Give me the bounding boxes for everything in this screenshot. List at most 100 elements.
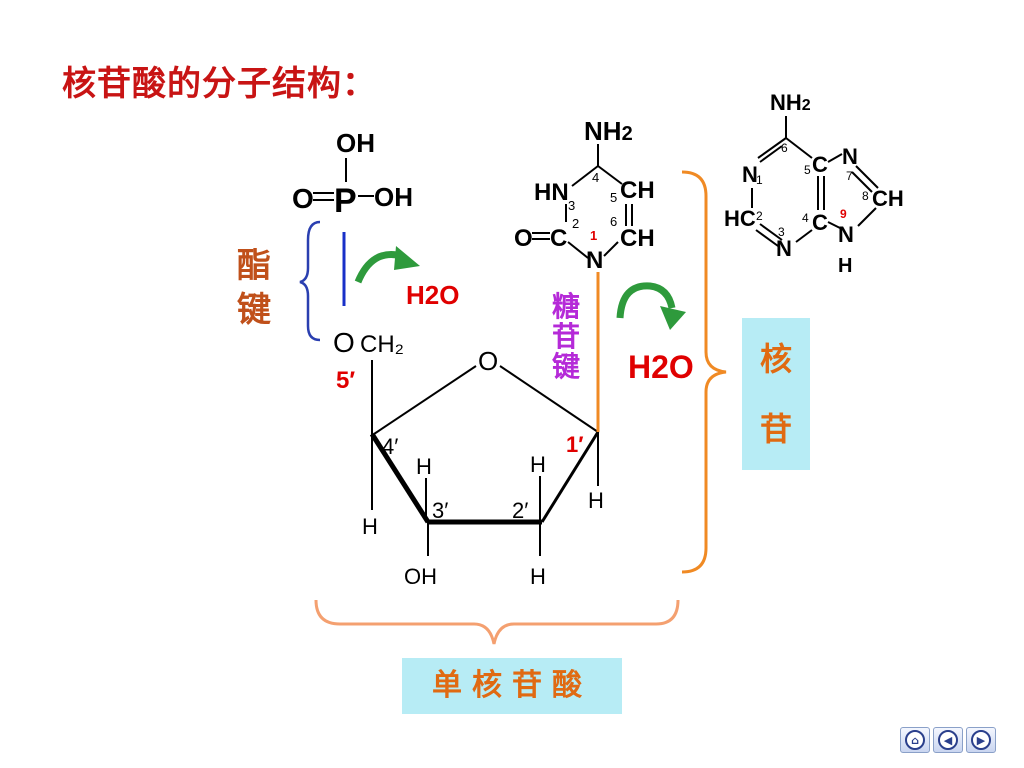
cyt-c6-n1-bond bbox=[603, 241, 619, 257]
nucleoside-brace bbox=[681, 170, 727, 574]
glyco-char-3: 键 bbox=[551, 350, 580, 383]
c4-c3-bond bbox=[369, 432, 431, 524]
prev-button[interactable]: ◀ bbox=[933, 727, 963, 753]
ring-oxygen: O bbox=[478, 346, 498, 376]
nucleoside-label: 核 苷 bbox=[742, 324, 810, 464]
phosphate-o-double: O bbox=[292, 183, 314, 214]
phosphate-oh-right: OH bbox=[374, 182, 413, 212]
cyt-pos2: 2 bbox=[572, 216, 579, 231]
ade-n9: N bbox=[838, 222, 854, 247]
page-title: 核苷酸的分子结构： bbox=[62, 64, 377, 104]
ester-bond-label: 酯 键 bbox=[234, 244, 274, 332]
ade-n7: N bbox=[842, 144, 858, 169]
ade-c6-n1-bond-b bbox=[759, 145, 783, 163]
cyt-c2-n1-bond bbox=[567, 241, 589, 259]
ade-nh2: NH2 bbox=[770, 90, 811, 115]
cyt-pos3: 3 bbox=[568, 198, 575, 213]
ade-pos6: 6 bbox=[781, 141, 788, 155]
nucleotide-label: 单核苷酸 bbox=[432, 668, 592, 703]
cyt-c4-c5-bond bbox=[597, 165, 623, 185]
cyt-pos4: 4 bbox=[592, 170, 599, 185]
glyco-char-2: 苷 bbox=[551, 320, 580, 353]
ade-c6-n1-bond-a bbox=[757, 137, 787, 159]
glycosidic-bond-label: 糖 苷 键 bbox=[546, 292, 586, 382]
prev-icon: ◀ bbox=[938, 730, 958, 750]
o-c4-bond bbox=[373, 365, 477, 435]
ade-n7-c8-bond-b bbox=[851, 171, 873, 193]
ade-pos8: 8 bbox=[862, 189, 869, 203]
ade-ch8: CH bbox=[872, 186, 904, 211]
ade-c5: C bbox=[812, 152, 828, 177]
cyt-nh2: NH2 bbox=[584, 116, 633, 146]
glyco-char-1: 糖 bbox=[551, 290, 580, 323]
ester-char-1: 酯 bbox=[237, 246, 271, 286]
phosphate-group: OH O P OH O bbox=[292, 128, 413, 358]
nucleoside-char-1: 核 bbox=[759, 340, 792, 378]
ade-c8-n9-bond bbox=[857, 207, 877, 227]
ade-pos7: 7 bbox=[846, 169, 853, 183]
nucleoside-box bbox=[742, 318, 810, 470]
ade-c2-n3-bond-b bbox=[759, 223, 783, 241]
h4-label: H bbox=[416, 454, 432, 479]
cyt-o: O bbox=[514, 225, 533, 252]
cyt-pos1: 1 bbox=[590, 228, 597, 243]
phosphate-oh-top: OH bbox=[336, 128, 375, 158]
c3-label: 3′ bbox=[432, 498, 448, 523]
h5-label: H bbox=[362, 514, 378, 539]
cyt-c2: C bbox=[550, 225, 567, 252]
c1-label: 1′ bbox=[566, 432, 584, 457]
phosphorus: P bbox=[334, 182, 357, 220]
next-button[interactable]: ▶ bbox=[966, 727, 996, 753]
bridge-o: O bbox=[333, 327, 355, 358]
cyt-ch5: CH bbox=[620, 177, 655, 204]
ade-c5-n7-bond bbox=[827, 153, 843, 163]
oh3-label: OH bbox=[404, 564, 437, 589]
slide-navigation: ⌂ ◀ ▶ bbox=[900, 727, 996, 753]
cyt-hn: HN bbox=[534, 179, 569, 206]
ribose: CH₂ 5′ O 4′ 1′ 3′ 2′ H H H OH H H bbox=[336, 331, 604, 589]
c5-label: 5′ bbox=[336, 367, 355, 394]
ade-h9: H bbox=[838, 255, 852, 277]
nucleotide-brace bbox=[314, 599, 680, 645]
ade-n3-c4-bond bbox=[795, 229, 813, 243]
arrow-left-head bbox=[394, 246, 420, 270]
h2b-label: H bbox=[530, 564, 546, 589]
nucleoside-char-2: 苷 bbox=[759, 410, 792, 448]
ade-c6-c5-bond bbox=[785, 137, 813, 159]
adenine: NH2 6 N 1 5 C N 7 8 CH HC 2 3 N bbox=[724, 90, 904, 277]
ade-pos1: 1 bbox=[756, 173, 763, 187]
ade-pos4: 4 bbox=[802, 211, 809, 225]
ade-c2-n3-bond-a bbox=[755, 229, 779, 247]
home-icon: ⌂ bbox=[905, 730, 925, 750]
arrow-right bbox=[616, 282, 676, 319]
ade-c4: C bbox=[812, 210, 828, 235]
home-button[interactable]: ⌂ bbox=[900, 727, 930, 753]
ade-pos3: 3 bbox=[778, 225, 785, 239]
water-right: H2O bbox=[628, 349, 694, 385]
c4-label: 4′ bbox=[382, 434, 398, 459]
ade-c4-n9-bond bbox=[827, 221, 841, 229]
h1-label: H bbox=[588, 488, 604, 513]
ester-char-2: 键 bbox=[237, 290, 271, 330]
ade-pos9: 9 bbox=[840, 207, 847, 221]
ade-pos5: 5 bbox=[804, 163, 811, 177]
ade-hc: HC bbox=[724, 206, 756, 231]
c2-c1-bond bbox=[540, 431, 600, 523]
arrow-right-head bbox=[660, 306, 686, 330]
ade-n1: N bbox=[742, 162, 758, 187]
cyt-c4-n3-bond bbox=[571, 165, 599, 187]
next-icon: ▶ bbox=[971, 730, 991, 750]
cyt-ch6: CH bbox=[620, 225, 655, 252]
nucleotide-box bbox=[402, 658, 622, 714]
cyt-pos6: 6 bbox=[610, 214, 617, 229]
cyt-pos5: 5 bbox=[610, 190, 617, 205]
ade-n3: N bbox=[776, 236, 792, 261]
cytosine: NH2 HN 3 4 5 CH 6 CH 2 O C 1 N bbox=[514, 116, 655, 274]
ch2-label: CH₂ bbox=[360, 331, 404, 358]
h2-label: H bbox=[530, 452, 546, 477]
c2-label: 2′ bbox=[512, 498, 528, 523]
ade-pos2: 2 bbox=[756, 209, 763, 223]
water-left: H2O bbox=[406, 280, 459, 310]
